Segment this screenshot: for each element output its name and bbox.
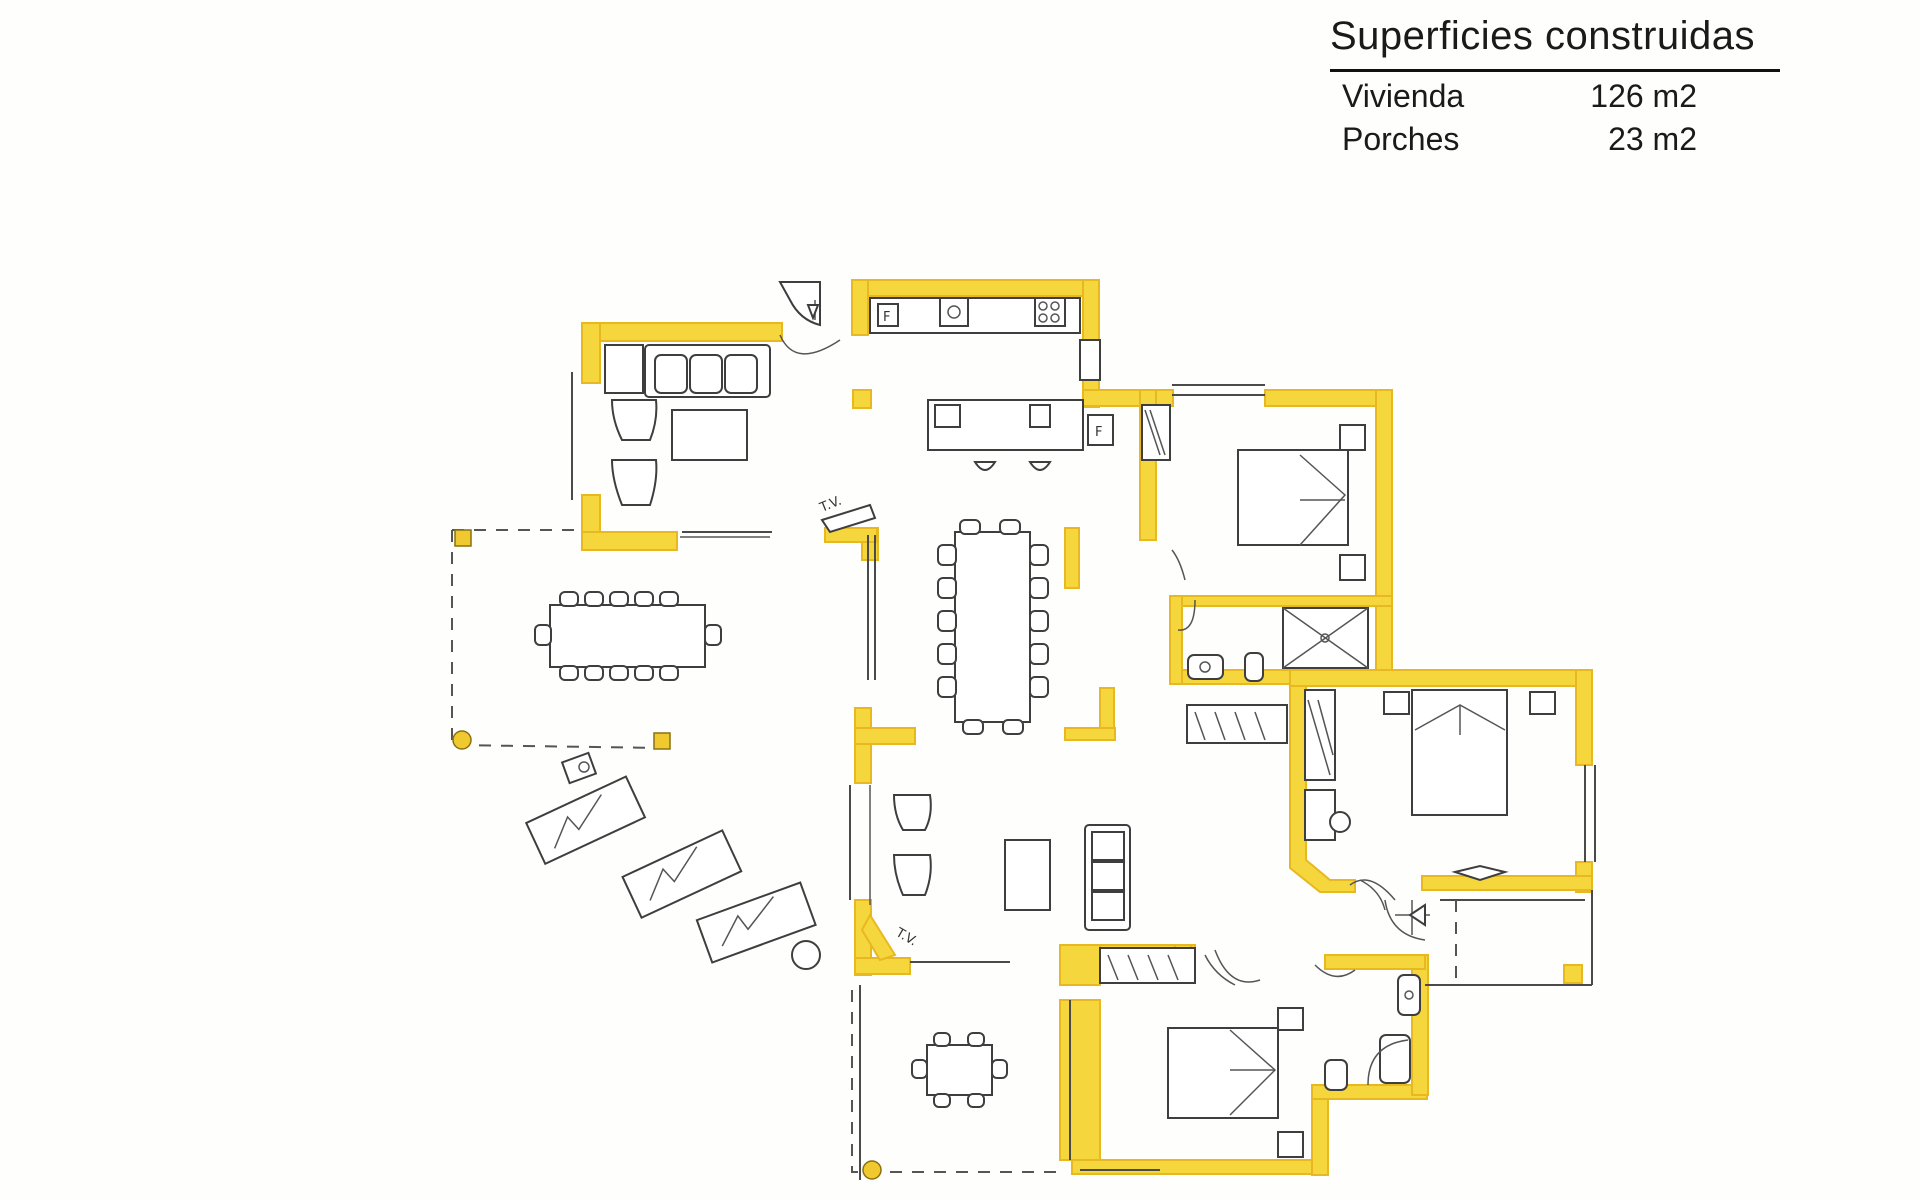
legend-label: Vivienda <box>1342 78 1465 114</box>
sun-loungers <box>524 751 821 970</box>
dining-table-inside <box>937 519 1049 735</box>
bathroom-1 <box>1177 599 1369 682</box>
tv-label-bottom: T.V. <box>892 925 919 949</box>
legend-row-porches: Porches 23 m2 <box>1330 121 1780 158</box>
legend-title: Superficies construidas <box>1330 14 1780 72</box>
surface-legend: Superficies construidas Vivienda 126 m2 … <box>1330 14 1780 158</box>
doors <box>680 334 1396 983</box>
bedroom-1 <box>1141 404 1366 581</box>
bedroom-2 <box>1304 689 1556 882</box>
porches <box>451 529 1457 1180</box>
bathroom-2 <box>1314 964 1421 1091</box>
legend-value: 23 m2 <box>1608 121 1697 157</box>
lounge-furniture <box>869 785 1131 963</box>
closet-1 <box>1186 704 1288 744</box>
entry <box>1359 879 1430 941</box>
porch-small-table <box>911 1032 1008 1108</box>
living-room-furniture <box>604 344 771 506</box>
fridge-label-2: F <box>1095 425 1102 440</box>
legend-row-vivienda: Vivienda 126 m2 <box>1330 78 1780 115</box>
porch-dining-table <box>534 591 722 681</box>
bedroom-3 <box>1099 947 1304 1158</box>
legend-label: Porches <box>1342 121 1460 157</box>
tv-label-top: T.V. <box>817 494 844 516</box>
legend-value: 126 m2 <box>1590 78 1697 114</box>
fridge-label: F <box>883 310 890 325</box>
kitchen: F F <box>778 281 1114 471</box>
